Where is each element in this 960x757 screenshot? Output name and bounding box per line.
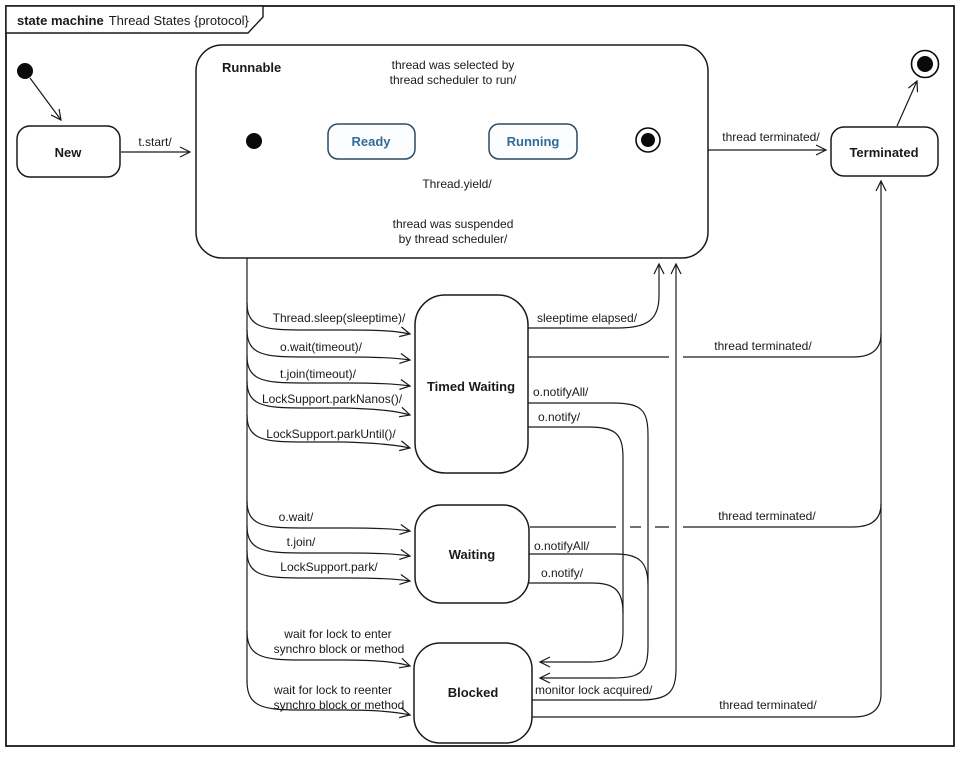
edge-monitor-lock-acquired [532,262,682,701]
state-timed-waiting-label: Timed Waiting [427,379,515,394]
label-wait-reenter-line1: wait for lock to reenter [273,683,392,697]
edge-wait-timeout [246,329,412,364]
edge-o-wait [246,500,412,535]
frame-title: state machine Thread States {protocol} [17,13,250,28]
state-terminated-label: Terminated [849,145,918,160]
state-new-label: New [55,145,83,160]
edge-tw-notify [528,426,624,668]
label-w-notify-all: o.notifyAll/ [534,539,590,553]
state-running-label: Running [507,134,560,149]
label-tw-notify-all: o.notifyAll/ [533,385,589,399]
state-terminated: Terminated [830,126,939,177]
edge-t-join [246,525,412,560]
edge-lock-support-park [246,550,412,585]
state-terminated-shape [830,126,939,177]
label-wait-reenter-line2: synchro block or method [274,698,405,712]
label-t-start: t.start/ [138,135,172,149]
label-terminated-from-blocked: thread terminated/ [719,698,817,712]
label-thread-sleep: Thread.sleep(sleeptime)/ [273,311,406,325]
edge-wait-reenter [246,680,412,719]
final-state-icon [910,49,940,79]
label-wait-enter-line1: wait for lock to enter [283,627,391,641]
state-runnable-label: Runnable [222,60,281,75]
state-blocked-shape [413,642,533,744]
label-suspended-line1: thread was suspended [393,217,514,231]
state-running-shape [488,123,578,160]
edge-park-until [246,414,412,452]
label-terminated-from-timed-waiting: thread terminated/ [714,339,812,353]
state-timed-waiting: Timed Waiting [414,294,529,474]
edge-w-notify [529,582,624,614]
edge-terminated-from-waiting [530,503,882,528]
state-ready-shape [327,123,416,160]
label-t-join: t.join/ [287,535,316,549]
label-o-wait: o.wait/ [279,510,314,524]
label-park-nanos: LockSupport.parkNanos()/ [262,392,403,406]
label-sleeptime-elapsed: sleeptime elapsed/ [537,311,638,325]
edge-park-nanos [246,380,412,418]
label-terminated-from-waiting: thread terminated/ [718,509,816,523]
label-w-notify: o.notify/ [541,566,584,580]
label-tw-notify: o.notify/ [538,410,581,424]
edge-sleeptime-elapsed [528,262,665,329]
frame-title-keyword: state machine [17,13,104,28]
edge-initial-to-new [29,77,62,122]
initial-state-icon [17,63,33,79]
state-new: New [16,125,121,178]
state-runnable-shape [195,44,709,259]
edge-sleep [246,302,412,338]
label-selected-line1: thread was selected by [392,58,515,72]
edge-wait-enter [246,630,412,669]
label-o-wait-timeout: o.wait(timeout)/ [280,340,363,354]
label-t-join-timeout: t.join(timeout)/ [280,367,357,381]
label-selected-line2: thread scheduler to run/ [390,73,517,87]
state-waiting-shape [414,504,530,604]
edge-terminated-to-final [896,79,919,127]
state-new-shape [16,125,121,178]
label-thread-yield: Thread.yield/ [422,177,492,191]
state-ready-label: Ready [351,134,391,149]
state-timed-waiting-shape [414,294,529,474]
frame-title-name: Thread States {protocol} [109,13,250,28]
state-blocked-label: Blocked [448,685,499,700]
label-monitor-lock-acquired: monitor lock acquired/ [535,683,653,697]
label-park-until: LockSupport.parkUntil()/ [266,427,396,441]
state-ready: Ready [327,123,416,160]
edge-w-notify-all [529,553,649,586]
state-runnable: Runnable [195,44,709,259]
state-waiting: Waiting [414,504,530,604]
state-blocked: Blocked [413,642,533,744]
edge-tw-notify-all [528,402,649,684]
edge-terminated-from-blocked [532,693,882,718]
inner-initial-state-icon [246,133,262,149]
state-waiting-label: Waiting [449,547,496,562]
edge-terminated-from-timed-waiting [528,333,882,358]
label-lock-support-park: LockSupport.park/ [280,560,378,574]
edge-join-timeout [246,355,412,390]
inner-final-state-icon [635,127,661,153]
label-wait-enter-line2: synchro block or method [274,642,405,656]
label-terminated-from-runnable: thread terminated/ [722,130,820,144]
frame-title-tab [5,5,264,34]
state-running: Running [488,123,578,160]
label-suspended-line2: by thread scheduler/ [399,232,508,246]
